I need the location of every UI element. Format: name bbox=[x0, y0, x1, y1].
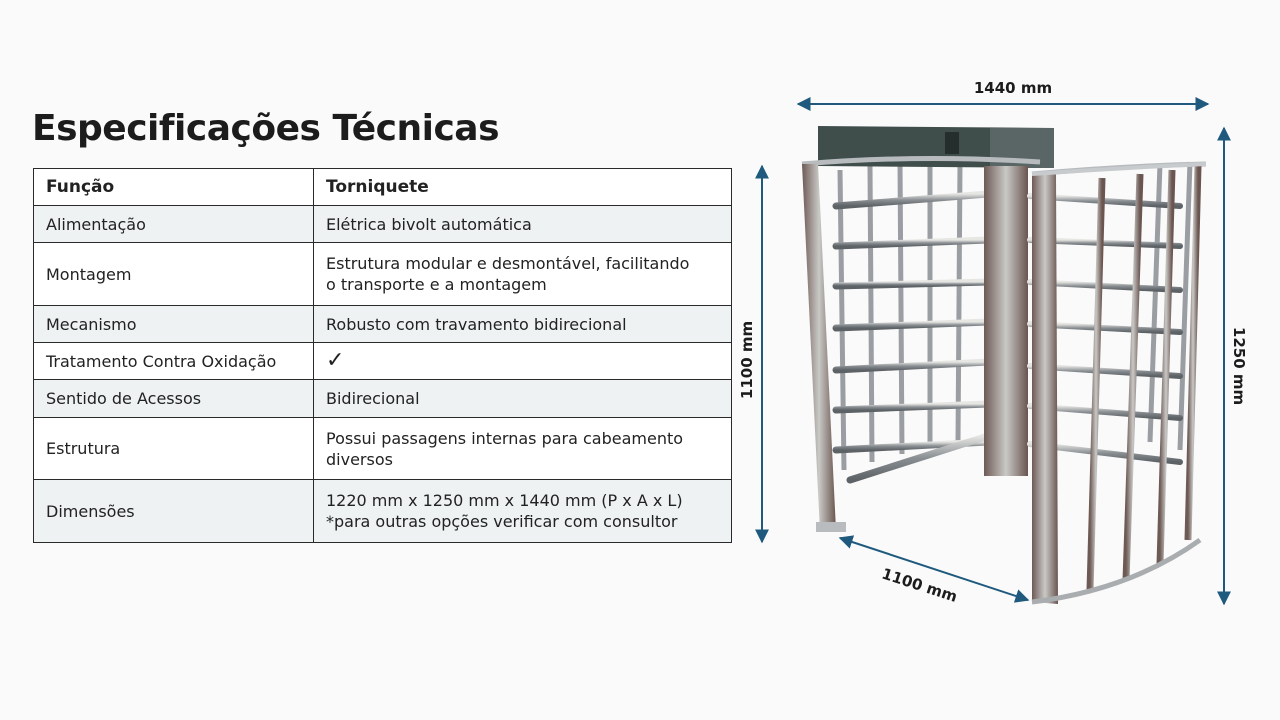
turnstile-illustration: 1440 mm 1250 mm 1100 mm 1100 mm bbox=[740, 79, 1248, 606]
depth-label: 1100 mm bbox=[880, 565, 960, 606]
row-label: Estrutura bbox=[33, 417, 314, 480]
row-label: Montagem bbox=[33, 242, 314, 306]
bottom-arc bbox=[1031, 537, 1202, 605]
table-row: Estrutura Possui passagens internas para… bbox=[33, 417, 732, 480]
central-post bbox=[984, 166, 1028, 476]
row-value-line1: Estrutura modular e desmontável, facilit… bbox=[326, 254, 690, 273]
row-value-line1: Possui passagens internas para cabeament… bbox=[326, 428, 684, 448]
rotor-arms-left bbox=[832, 190, 992, 484]
front-cage-bars bbox=[1086, 165, 1202, 591]
width-label: 1440 mm bbox=[974, 79, 1052, 97]
row-value-line2: o transporte e a montagem bbox=[326, 275, 547, 294]
left-front-post bbox=[802, 164, 836, 532]
turnstile-drawing bbox=[801, 126, 1207, 605]
checkmark-icon: ✓ bbox=[326, 348, 345, 373]
depth-arrow bbox=[838, 535, 1030, 603]
table-header-row: Função Torniquete bbox=[33, 168, 732, 206]
row-value-line2: diversos bbox=[326, 449, 393, 469]
row-value: Estrutura modular e desmontável, facilit… bbox=[313, 242, 732, 306]
row-label: Sentido de Acessos bbox=[33, 379, 314, 418]
header-panel bbox=[945, 132, 959, 154]
row-label: Dimensões bbox=[33, 479, 314, 543]
specifications-table: Função Torniquete Alimentação Elétrica b… bbox=[33, 168, 732, 543]
table-row: Alimentação Elétrica bivolt automática bbox=[33, 205, 732, 243]
row-label: Mecanismo bbox=[33, 305, 314, 343]
row-value: Possui passagens internas para cabeament… bbox=[313, 417, 732, 480]
depth-dimension: 1100 mm bbox=[838, 535, 1030, 606]
page-title: Especificações Técnicas bbox=[32, 108, 500, 149]
row-label: Tratamento Contra Oxidação bbox=[33, 342, 314, 380]
header-function: Função bbox=[33, 168, 314, 206]
row-label: Alimentação bbox=[33, 205, 314, 243]
header-product: Torniquete bbox=[313, 168, 732, 206]
table-row: Mecanismo Robusto com travamento bidirec… bbox=[33, 305, 732, 343]
front-right-post bbox=[1032, 174, 1058, 604]
row-value: Elétrica bivolt automática bbox=[313, 205, 732, 243]
row-value: ✓ bbox=[313, 342, 732, 380]
height-label: 1250 mm bbox=[1230, 327, 1248, 405]
table-row: Tratamento Contra Oxidação ✓ bbox=[33, 342, 732, 380]
inner-height-label: 1100 mm bbox=[740, 321, 756, 399]
inner-height-dimension: 1100 mm bbox=[740, 164, 769, 544]
table-row: Sentido de Acessos Bidirecional bbox=[33, 379, 732, 418]
row-value-line2: *para outras opções verificar com consul… bbox=[326, 512, 678, 531]
width-dimension: 1440 mm bbox=[796, 79, 1210, 111]
row-value: Robusto com travamento bidirecional bbox=[313, 305, 732, 343]
row-value-line1: 1220 mm x 1250 mm x 1440 mm (P x A x L) bbox=[326, 491, 683, 510]
left-foot bbox=[816, 522, 846, 532]
row-value: 1220 mm x 1250 mm x 1440 mm (P x A x L) *… bbox=[313, 479, 732, 543]
table-row: Dimensões 1220 mm x 1250 mm x 1440 mm (P… bbox=[33, 479, 732, 543]
table-row: Montagem Estrutura modular e desmontável… bbox=[33, 242, 732, 306]
row-value: Bidirecional bbox=[313, 379, 732, 418]
front-top-arc bbox=[1031, 162, 1207, 176]
height-dimension: 1250 mm bbox=[1217, 126, 1248, 606]
top-arc-left bbox=[801, 155, 1041, 167]
